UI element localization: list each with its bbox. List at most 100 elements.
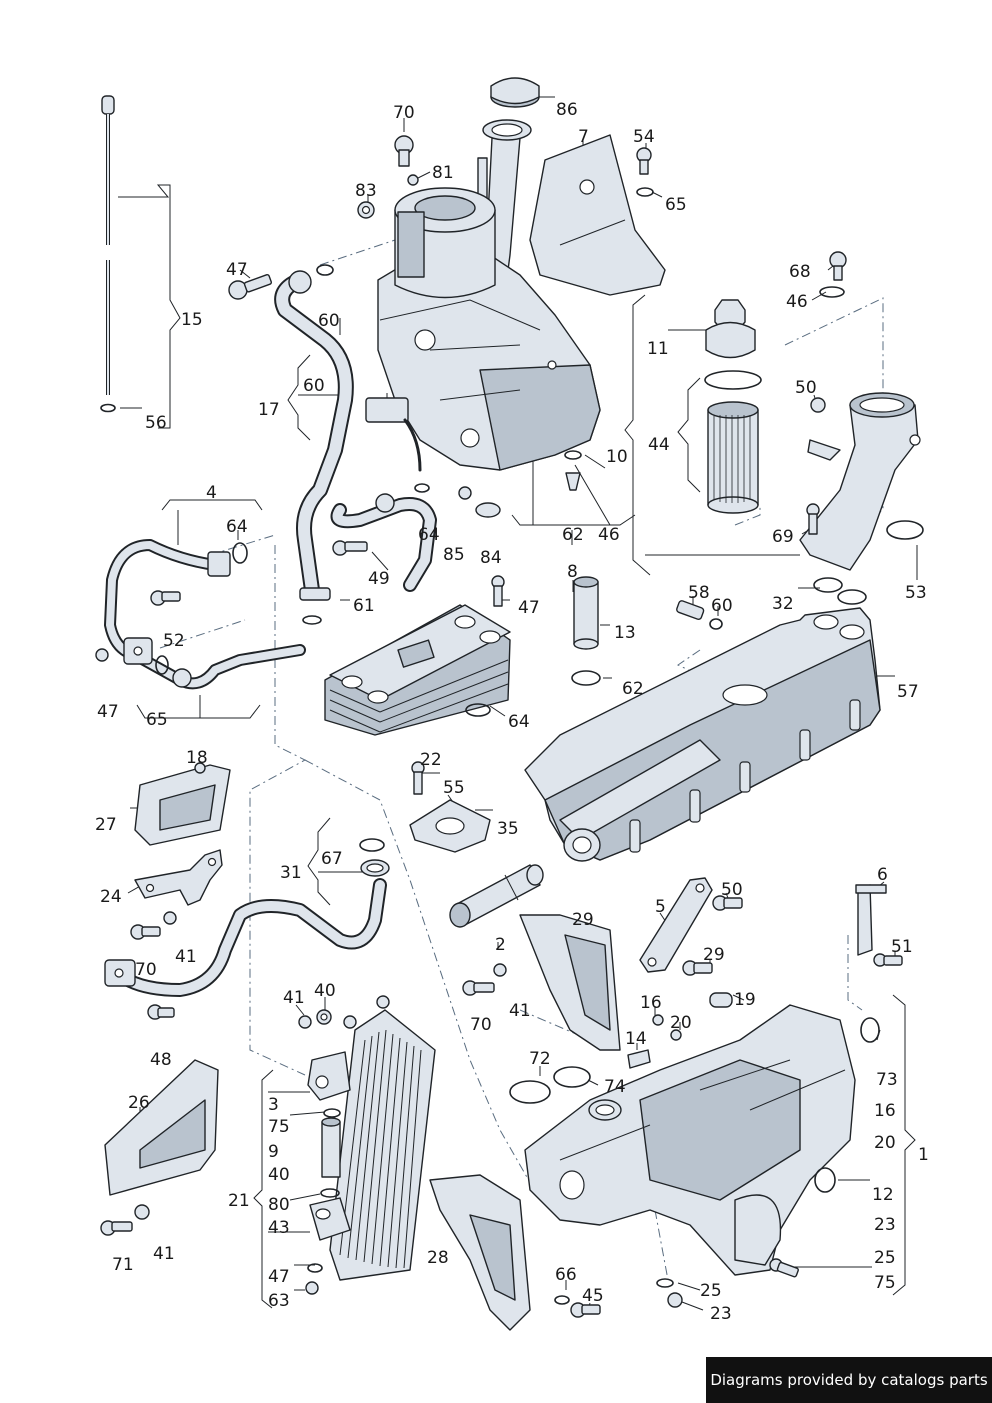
callout-17: 17: [258, 400, 280, 420]
callout-84: 85: [443, 545, 465, 565]
callout-10: 10: [606, 447, 628, 467]
cover-26: [100, 1059, 219, 1236]
filter-housing: [799, 251, 924, 571]
callout-60b: 60: [303, 376, 325, 396]
callout-21: 21: [228, 1191, 250, 1211]
callout-60: 60: [318, 311, 340, 331]
watermark-banner: Diagrams provided by catalogs parts: [706, 1357, 992, 1403]
callout-43: 44: [648, 435, 670, 455]
callout-61: 62: [622, 679, 644, 699]
callout-47d: 48: [150, 1050, 172, 1070]
oil-pump-assembly: [509, 1004, 856, 1318]
callout-27: 27: [95, 815, 117, 835]
callout-58: 60: [711, 596, 733, 616]
callout-41e: 43: [268, 1218, 290, 1238]
cover-27: [134, 762, 231, 846]
callout-69: 70: [393, 103, 415, 123]
leader-lines: [118, 96, 918, 1311]
callout-47: 47: [226, 260, 248, 280]
callout-52: 53: [905, 583, 927, 603]
callout-16: 16: [640, 993, 662, 1013]
bracket-6: [855, 884, 903, 1043]
callout-4: 4: [206, 483, 217, 503]
radiator-21: [298, 995, 436, 1295]
callout-70c: 71: [112, 1255, 134, 1275]
callout-13: 13: [614, 623, 636, 643]
callout-32: 32: [772, 594, 794, 614]
oil-tank-assembly: [357, 77, 601, 518]
callout-7: 7: [578, 127, 589, 147]
callout-73: 74: [604, 1077, 626, 1097]
callout-51: 52: [163, 631, 185, 651]
callout-18: 18: [186, 748, 208, 768]
callout-57: 58: [688, 583, 710, 603]
callout-3: 3: [268, 1095, 279, 1115]
callout-40: 40: [314, 981, 336, 1001]
callout-29: 29: [572, 910, 594, 930]
callout-53: 54: [633, 127, 655, 147]
callout-55: 56: [145, 413, 167, 433]
bracket-7: [529, 134, 666, 296]
sleeve-13: [491, 575, 601, 686]
callout-62: 62: [562, 525, 584, 545]
callout-9: 9: [268, 1142, 279, 1162]
callout-6: 6: [877, 865, 888, 885]
callout-11: 11: [647, 339, 669, 359]
sensor-57: [676, 600, 723, 630]
callout-35: 35: [497, 819, 519, 839]
callout-64b: 64: [418, 525, 440, 545]
callout-16b: 16: [874, 1101, 896, 1121]
callout-20: 20: [670, 1013, 692, 1033]
callout-70: 70: [135, 960, 157, 980]
callout-71: 72: [529, 1049, 551, 1069]
callout-68: 69: [772, 527, 794, 547]
callout-25: 25: [874, 1248, 896, 1268]
callout-labels: 1 2 3 4 5 6 7 8 9 10 11 12 13 14 15 16 1…: [95, 100, 929, 1324]
crankcase-56: [524, 577, 881, 862]
callout-62b: 63: [268, 1291, 290, 1311]
callout-41d: 41: [153, 1244, 175, 1264]
watermark-text: Diagrams provided by catalogs parts: [710, 1371, 988, 1389]
callout-50b: 51: [891, 937, 913, 957]
callout-48: 49: [368, 569, 390, 589]
callout-56: 57: [897, 682, 919, 702]
callout-23: 23: [874, 1215, 896, 1235]
callout-19: 19: [734, 990, 756, 1010]
callout-49: 50: [795, 378, 817, 398]
callout-20b: 20: [874, 1133, 896, 1153]
callout-23b: 23: [710, 1304, 732, 1324]
callout-41c: 41: [509, 1001, 531, 1021]
callout-22: 22: [420, 750, 442, 770]
callout-31: 31: [280, 863, 302, 883]
callout-65b: 66: [555, 1265, 577, 1285]
callout-12: 12: [872, 1185, 894, 1205]
callout-41: 41: [175, 947, 197, 967]
bracket-5: [639, 877, 743, 1008]
callout-45: 46: [786, 292, 808, 312]
callout-47c: 47: [97, 702, 119, 722]
callout-2: 2: [495, 935, 506, 955]
callout-63: 64: [508, 712, 530, 732]
hose-17: [228, 264, 354, 625]
callout-47b: 47: [518, 598, 540, 618]
callout-29b: 29: [703, 945, 725, 965]
callout-72: 73: [876, 1070, 898, 1090]
dipstick: [100, 95, 116, 413]
callout-85: 86: [556, 100, 578, 120]
callout-60c: 61: [353, 596, 375, 616]
callout-5: 5: [655, 897, 666, 917]
callout-46b: 47: [268, 1267, 290, 1287]
callout-83: 84: [480, 548, 502, 568]
callout-41b: 41: [283, 988, 305, 1008]
oil-filter-group: [704, 299, 762, 514]
callout-75b: 80: [268, 1195, 290, 1215]
cover-28: [429, 1174, 531, 1331]
callout-50: 50: [721, 880, 743, 900]
callout-1: 1: [918, 1145, 929, 1165]
callout-74: 75: [874, 1273, 896, 1293]
callout-28: 28: [427, 1248, 449, 1268]
callout-70b: 70: [470, 1015, 492, 1035]
callout-14: 14: [625, 1029, 647, 1049]
callout-25b: 25: [700, 1281, 722, 1301]
callout-8: 8: [567, 562, 578, 582]
